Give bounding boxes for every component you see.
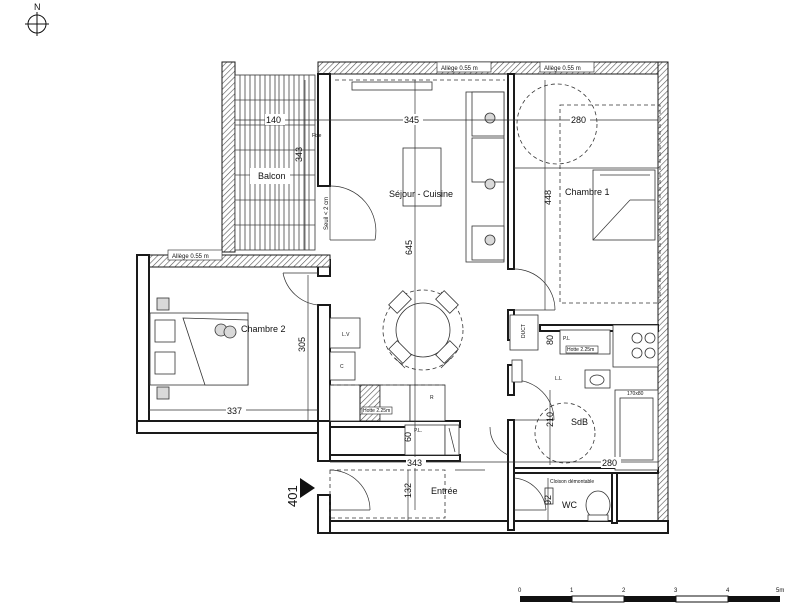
room-labels: Séjour - Cuisine Chambre 1 Chambre 2 SdB… <box>241 187 610 510</box>
scale-bar: 0 1 2 3 4 5m <box>518 588 784 603</box>
dim-wc-height: 92 <box>543 495 553 505</box>
compass-label: N <box>34 2 41 12</box>
c-label: C <box>340 364 344 370</box>
scale-tick-3: 3 <box>674 588 678 594</box>
living-kitchen: Hotte 2.25m R L.V C P.L. <box>329 79 556 456</box>
room-label-balcon: Balcon <box>258 171 286 181</box>
scale-tick-1: 1 <box>570 588 574 594</box>
dim-sdb-height: 210 <box>545 412 555 427</box>
dim-ch1-height: 448 <box>543 190 553 205</box>
room-label-chambre2: Chambre 2 <box>241 324 286 334</box>
bedroom-2 <box>149 272 319 400</box>
dimension-lines <box>149 80 658 520</box>
bath-size-label: 170x80 <box>627 391 644 397</box>
dim-sejour-height: 645 <box>404 240 414 255</box>
duct-area: DUCT P.L Hotte 2.25m <box>509 314 611 355</box>
room-label-sejour: Séjour - Cuisine <box>389 189 453 199</box>
room-label-entree: Entrée <box>431 486 458 496</box>
duct-label: DUCT <box>521 324 527 338</box>
dim-ch2-height: 305 <box>297 337 307 352</box>
scale-tick-4: 4 <box>726 588 730 594</box>
cloison-label: Cloison démontable <box>550 479 594 485</box>
allege-label-1: Allège 0.55 m <box>441 66 478 72</box>
dimension-labels: 140 345 280 Fixe 343 Seuil < 2 cm 645 44… <box>226 114 621 505</box>
scale-tick-5: 5m <box>776 588 784 594</box>
dim-balcon-height: 343 <box>294 147 304 162</box>
wc-entry <box>329 426 611 522</box>
pl-label-bath: P.L <box>563 336 570 342</box>
room-label-sdb: SdB <box>571 417 588 427</box>
hotte-label-1: Hotte 2.25m <box>363 408 390 414</box>
walls <box>136 61 669 534</box>
allege-label-3: Allège 0.55 m <box>172 254 209 260</box>
dim-pl-height: 60 <box>403 432 413 442</box>
dim-ch2-width: 337 <box>227 406 242 416</box>
room-label-wc: WC <box>562 500 577 510</box>
dim-sdb-width: 280 <box>602 458 617 468</box>
dim-entree-height: 132 <box>403 483 413 498</box>
fixe-label: Fixe <box>312 133 322 139</box>
r-label: R <box>430 395 434 401</box>
bathroom: 170x80 L.L <box>511 324 659 471</box>
north-compass-icon: N <box>25 2 49 36</box>
hotte-label-2: Hotte 2.25m <box>567 347 594 353</box>
seuil-label: Seuil < 2 cm <box>324 197 330 230</box>
scale-tick-0: 0 <box>518 588 522 594</box>
dim-cupboard-height: 80 <box>545 335 555 345</box>
entry-arrow-icon <box>300 478 315 498</box>
allege-label-2: Allège 0.55 m <box>544 66 581 72</box>
dim-sejour-width: 345 <box>404 115 419 125</box>
scale-tick-2: 2 <box>622 588 626 594</box>
dim-entree-width: 343 <box>407 458 422 468</box>
dim-balcon-width: 140 <box>266 115 281 125</box>
ll-label: L.L <box>555 376 562 382</box>
door-number-label: 401 <box>285 485 300 507</box>
dim-ch1-width: 280 <box>571 115 586 125</box>
balcony: Balcon <box>221 61 316 253</box>
lv-label: L.V <box>342 332 350 338</box>
room-label-chambre1: Chambre 1 <box>565 187 610 197</box>
bedroom-1 <box>514 83 661 304</box>
allege-labels: Allège 0.55 m Allège 0.55 m Allège 0.55 … <box>167 61 595 261</box>
pl-label-entry: P.L. <box>414 428 422 434</box>
